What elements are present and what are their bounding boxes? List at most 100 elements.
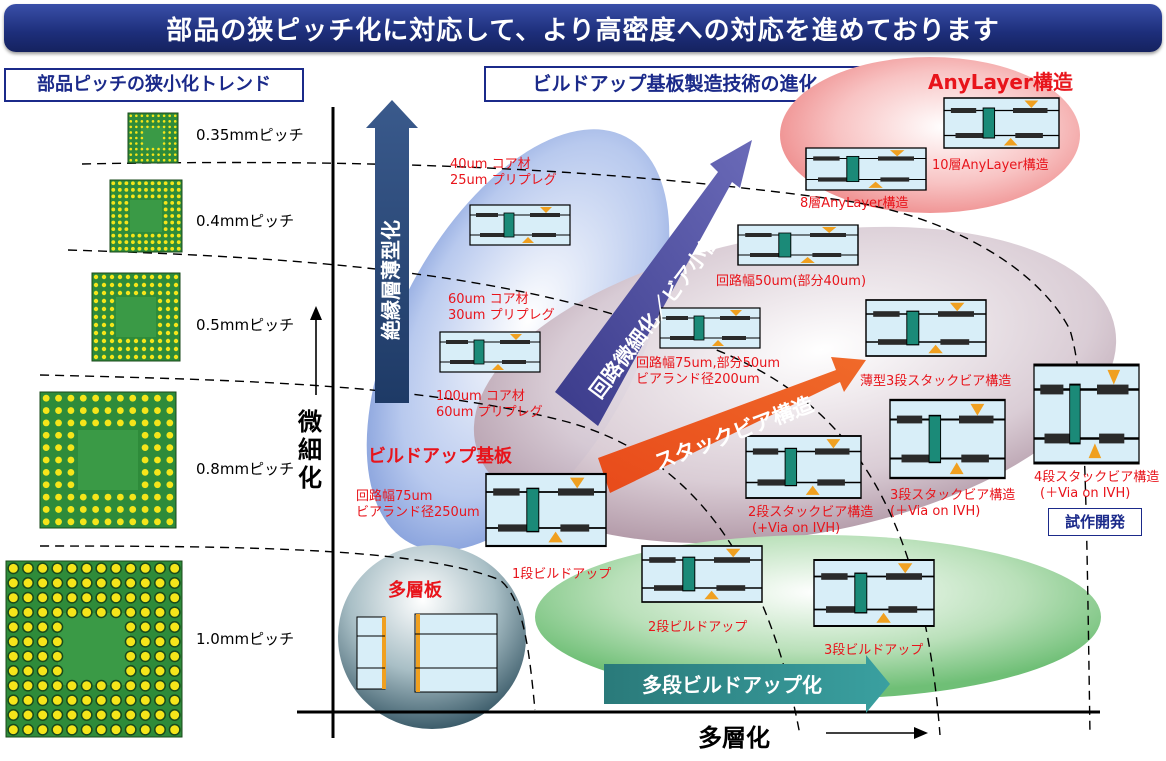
bga-pad [117,207,122,212]
bga-pad [154,419,161,427]
bga-pad [165,282,171,288]
bga-pad [42,431,50,439]
bga-pad [124,181,129,186]
bga-pad [139,621,152,633]
bga-pad [110,562,122,575]
bga-pad [141,444,149,452]
label-w75p50: 回路幅75um,部分50um [636,356,781,371]
board-50um [737,224,859,266]
bga-pad [110,577,122,589]
bga-pad [124,240,129,245]
bga-pad [80,679,93,692]
region-anylayer-label: AnyLayer構造 [928,70,1073,94]
bga-pad [170,181,175,186]
bga-pad [67,468,75,476]
bga-pad [117,194,122,199]
bga-pad [124,201,129,205]
bga-pad [163,207,168,212]
board-2stage [641,545,763,603]
bga-pad [176,220,181,225]
bga-pad [67,506,75,513]
bga-pad [111,214,116,218]
bga-pad [154,431,161,439]
bga-pad [133,354,139,360]
bga-pad [66,606,78,619]
board-4stack [1032,363,1141,465]
bga-pad [163,227,168,231]
bga-pad [139,709,152,721]
bga-pad [163,246,168,251]
bga-pad [101,322,107,328]
bga-pad [173,125,177,129]
label-any10: 10層AnyLayer構造 [932,158,1049,173]
bga-pad [154,493,161,501]
bga-pad [166,481,174,489]
bga-pad [67,493,75,501]
bga-pad [144,187,148,192]
bga-pad [141,274,147,280]
bga-pad [154,591,166,604]
bga-pad [137,240,142,245]
bga-pad [168,606,181,619]
bga-pad [144,233,148,238]
bga-pad [7,694,20,707]
bga-pad [154,694,166,707]
bga-pad [129,419,137,427]
bga-pad [101,338,107,344]
bga-pad [131,194,135,199]
bga-pad [55,468,62,476]
label-stack3a: 3段スタックビア構造 [890,488,1016,503]
label-prepreg60: 60um プリプレグ [436,405,543,420]
bga-pad [117,346,123,352]
bga-pad [176,240,181,245]
board-3stage [813,559,935,627]
bga-pad [176,227,181,231]
bga-pad [93,338,99,344]
bga-pad [141,354,147,360]
bga-pad [166,444,174,452]
bga-pad [154,723,166,736]
bga-pad [101,314,107,320]
bga-pad [157,306,163,312]
bga-pad [67,456,75,464]
bga-pad [124,207,129,212]
bga-pad [151,125,155,129]
bga-pad [109,282,115,288]
bga-pad [101,330,107,336]
bga-pad [165,298,171,304]
bga-pad [129,394,137,402]
bga-pad [110,694,122,707]
bga-pad [162,131,166,134]
bga-pad [141,407,149,414]
bga-pad [117,354,123,360]
bga-pad [51,723,64,736]
board-2stack [745,435,862,499]
bga-pad [173,142,177,145]
bga-pad [93,330,99,336]
region-buildup-label: ビルドアップ基板 [368,446,512,467]
bga-pad [117,290,123,296]
bga-pad [55,431,62,439]
bga-pad [110,679,122,692]
bga-pad [173,136,177,140]
bga-pad [101,274,107,280]
bga-pad [166,431,174,439]
title-banner: 部品の狭ピッチ化に対応して、より高密度への対応を進めております [4,4,1162,52]
bga-pad [55,444,62,452]
bga-pad [150,240,155,245]
bga-pad [67,394,75,402]
pitch-0.4: 0.4mmピッチ [196,212,295,230]
bga-pad [157,114,160,118]
bga-pad [101,282,107,288]
bga-pad [109,306,115,312]
bga-pad [149,338,155,344]
board-60um [439,331,541,373]
bga-pad [173,322,179,328]
bga-pad [124,187,129,192]
bga-pad [141,518,149,526]
bga-pad [51,591,64,604]
bga-pad [146,114,149,118]
bga-pad [139,665,152,677]
bga-pad [141,419,149,427]
arrow-thin-insulation [366,100,418,403]
